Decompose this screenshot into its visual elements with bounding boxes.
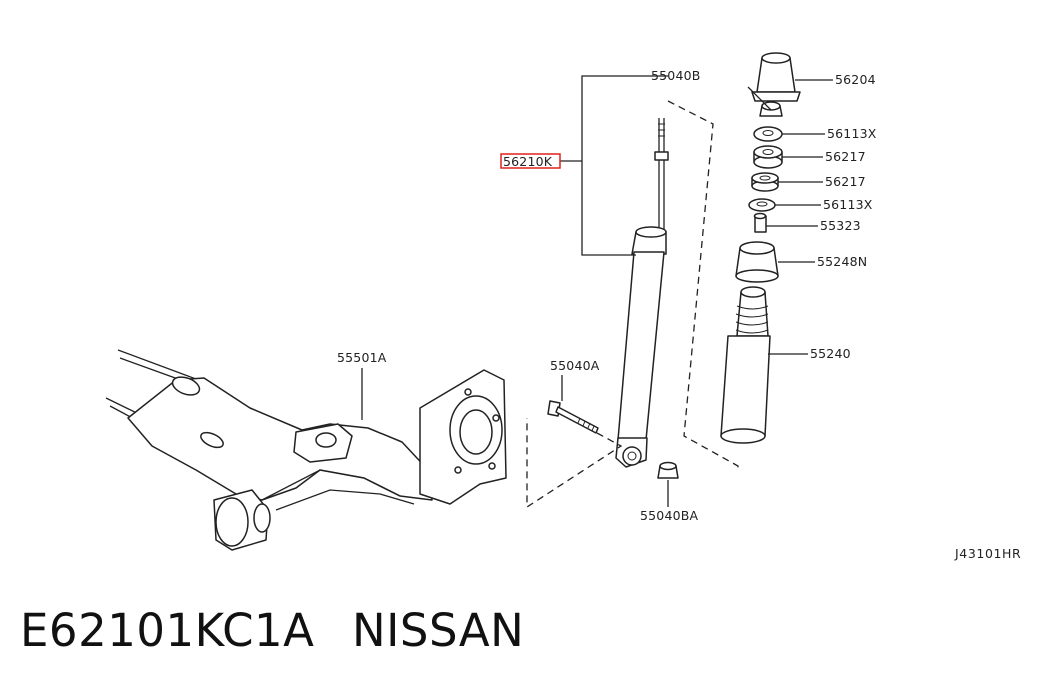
label-55040A: 55040A	[550, 358, 600, 373]
label-55040BA: 55040BA	[640, 508, 699, 523]
part-56204	[751, 52, 801, 102]
nut-55040BA	[657, 461, 679, 479]
label-56210K: 56210K	[503, 154, 553, 169]
highlight-box-56210K	[500, 153, 561, 169]
shock-absorber	[615, 118, 669, 468]
label-56217-bottom: 56217	[825, 174, 866, 189]
part-labels: 55040B 56210K 56204 56113X 56217 56217 5…	[337, 68, 1021, 561]
bushing-56217-bottom	[751, 172, 779, 192]
label-55240: 55240	[810, 346, 851, 361]
label-55501A: 55501A	[337, 350, 387, 365]
axle-beam-55501A	[105, 349, 507, 551]
label-55040B: 55040B	[651, 68, 701, 83]
nut-56204	[759, 101, 783, 117]
bushing-56217-top	[753, 145, 783, 169]
seat-55248N	[735, 241, 779, 283]
washer-56113X-bottom	[748, 198, 776, 212]
label-56113X-top: 56113X	[827, 126, 877, 141]
label-56113X-bottom: 56113X	[823, 197, 873, 212]
dust-cover-55240	[720, 286, 771, 444]
label-56204: 56204	[835, 72, 876, 87]
spacer-55323	[753, 212, 767, 233]
label-56217-top: 56217	[825, 149, 866, 164]
label-55248N: 55248N	[817, 254, 867, 269]
reference-code: J43101HR	[954, 546, 1021, 561]
label-55323: 55323	[820, 218, 861, 233]
washer-56113X-top	[753, 126, 783, 142]
footer-part-number: E62101KC1A	[20, 604, 314, 657]
bolt-55040A	[547, 400, 599, 434]
footer-brand: NISSAN	[352, 604, 524, 657]
